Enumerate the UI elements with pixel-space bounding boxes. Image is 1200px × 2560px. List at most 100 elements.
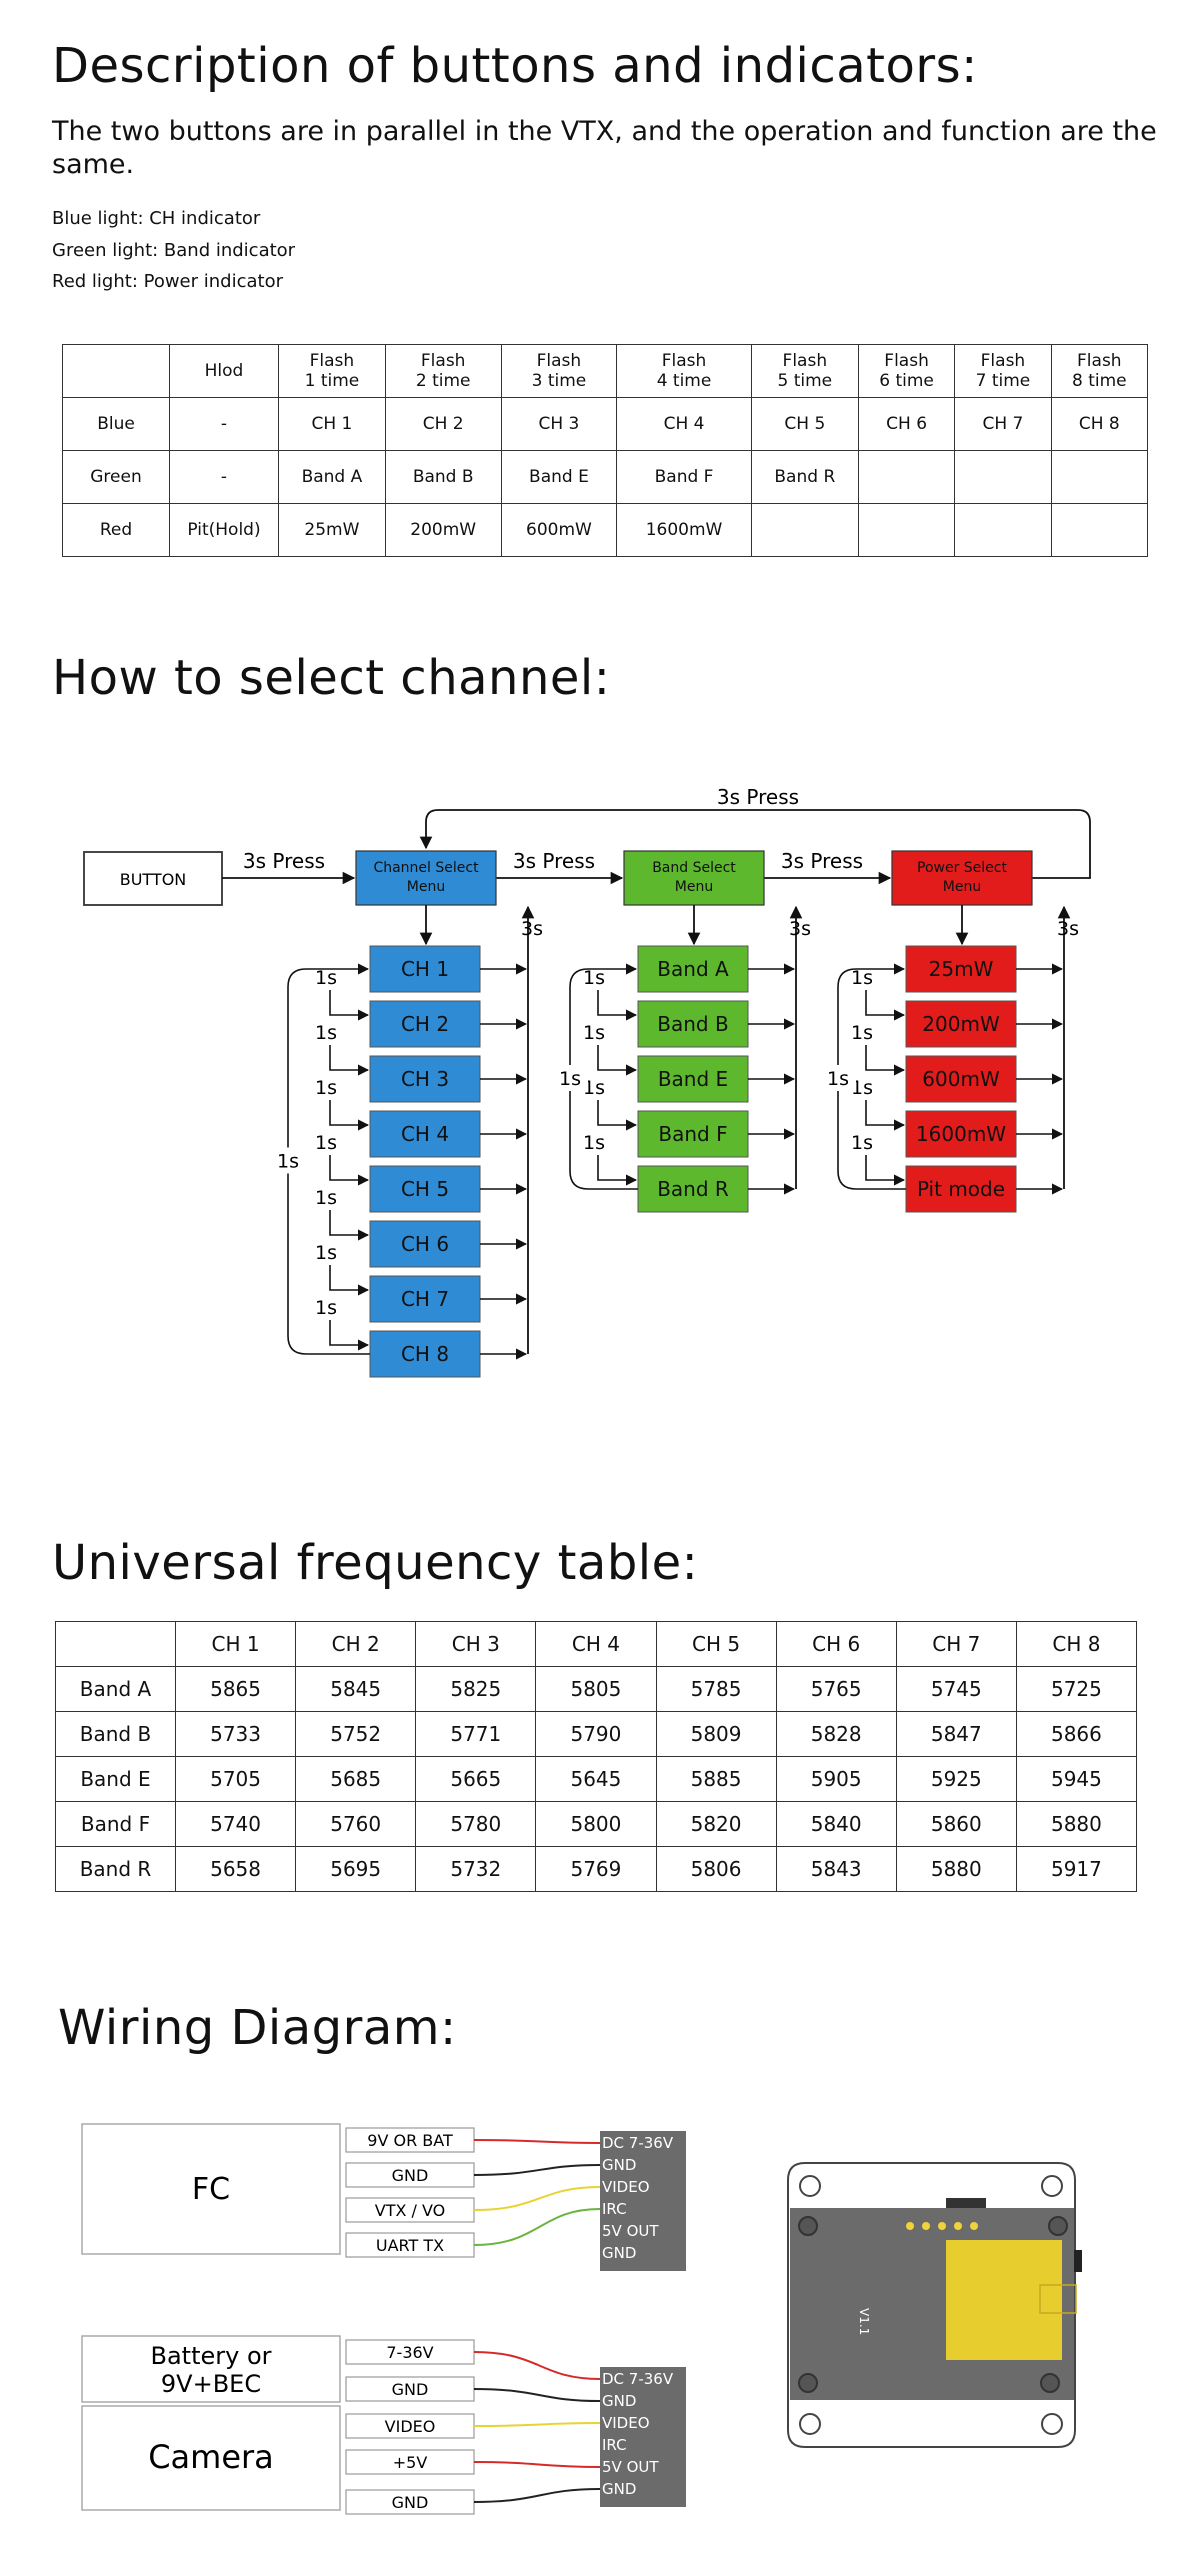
table-cell: 5780 — [415, 1801, 537, 1847]
table-cell: Band A — [278, 450, 386, 504]
wrap-1s-label: 1s — [827, 1068, 849, 1090]
power-select-menu — [891, 850, 1033, 906]
section-title-wiring: Wiring Diagram: — [58, 2000, 457, 2056]
channel-item-label: CH 1 — [401, 957, 449, 981]
band-item — [637, 1055, 749, 1103]
table-cell: 5880 — [1015, 1801, 1138, 1847]
table-cell: 5866 — [1015, 1711, 1138, 1757]
table-row: Band F 5740 5760 5780 5800 5820 5840 586… — [55, 1801, 1138, 1847]
channel-item-label: CH 3 — [401, 1067, 449, 1091]
table-cell: 5760 — [295, 1801, 417, 1847]
header-cell: Flash 4 time — [616, 344, 752, 398]
header-cell: Flash 8 time — [1050, 344, 1149, 398]
header-cell: CH 6 — [775, 1621, 897, 1667]
channel-item — [369, 1220, 481, 1268]
table-cell: 5840 — [775, 1801, 897, 1847]
table-cell: CH 6 — [857, 397, 956, 451]
step-1s-label: 1s — [315, 1132, 337, 1154]
table-cell — [1050, 503, 1149, 557]
table-cell: 5695 — [295, 1846, 417, 1892]
table-cell: 5828 — [775, 1711, 897, 1757]
frequency-table-header: CH 1 CH 2 CH 3 CH 4 CH 5 CH 6 CH 7 CH 8 — [55, 1621, 1138, 1667]
buttons-subtitle: The two buttons are in parallel in the V… — [52, 116, 1157, 180]
header-cell: CH 1 — [174, 1621, 297, 1667]
wrap-1s-label: 1s — [277, 1151, 299, 1173]
table-cell — [954, 450, 1052, 504]
table-cell: CH 4 — [616, 397, 752, 451]
step-1s-arrow — [597, 990, 638, 1021]
table-row: Band R 5658 5695 5732 5769 5806 5843 588… — [55, 1846, 1138, 1892]
wrap-label-bg — [270, 1147, 306, 1174]
press-label-loop: 3s Press — [717, 785, 799, 809]
step-1s-arrow — [865, 1045, 906, 1076]
step-1s-label: 1s — [851, 1132, 873, 1154]
table-cell: 600mW — [500, 503, 618, 557]
table-cell: 5658 — [174, 1846, 297, 1892]
table-cell: 5685 — [295, 1756, 417, 1802]
step-1s-arrow — [597, 1155, 638, 1186]
return-3s-label: 3s — [789, 918, 811, 940]
channel-item-label: CH 4 — [401, 1122, 449, 1146]
channel-item-label: CH 5 — [401, 1177, 449, 1201]
table-cell: 5769 — [535, 1846, 657, 1892]
step-1s-arrow — [865, 1155, 906, 1186]
channel-item-label: CH 2 — [401, 1012, 449, 1036]
table-cell: 5885 — [655, 1756, 777, 1802]
band-item-label: Band R — [657, 1177, 729, 1201]
press-label-to-channel: 3s Press — [243, 849, 325, 873]
power-item-label: Pit mode — [917, 1177, 1005, 1201]
channel-item — [369, 1000, 481, 1048]
table-cell: 5847 — [895, 1711, 1017, 1757]
table-cell: CH 2 — [384, 397, 502, 451]
press-label-to-band: 3s Press — [513, 849, 595, 873]
power-menu-label-line1: Power Select — [917, 860, 1007, 876]
table-cell: 5740 — [174, 1801, 297, 1847]
table-row: Band B 5733 5752 5771 5790 5809 5828 584… — [55, 1711, 1138, 1757]
indicator-table: Hlod Flash 1 time Flash 2 time Flash 3 t… — [62, 344, 1149, 557]
frequency-table: CH 1 CH 2 CH 3 CH 4 CH 5 CH 6 CH 7 CH 8 … — [55, 1621, 1138, 1892]
table-row: Blue - CH 1 CH 2 CH 3 CH 4 CH 5 CH 6 CH … — [62, 397, 1149, 451]
step-1s-arrow — [329, 990, 370, 1021]
channel-item — [369, 1055, 481, 1103]
band-item-label: Band F — [658, 1122, 727, 1146]
band-item-label: Band A — [657, 957, 729, 981]
power-item — [905, 1165, 1017, 1213]
power-item-label: 600mW — [922, 1067, 1000, 1091]
channel-item — [369, 1110, 481, 1158]
table-cell: CH 7 — [954, 397, 1052, 451]
header-cell: CH 4 — [535, 1621, 657, 1667]
table-cell: 5945 — [1015, 1756, 1138, 1802]
table-cell: 5905 — [775, 1756, 897, 1802]
header-cell: Flash 1 time — [278, 344, 386, 398]
step-1s-arrow — [329, 1320, 370, 1351]
step-1s-label: 1s — [583, 967, 605, 989]
step-1s-label: 1s — [583, 1022, 605, 1044]
button-label: BUTTON — [120, 870, 187, 889]
table-row: Red Pit(Hold) 25mW 200mW 600mW 1600mW — [62, 503, 1149, 557]
indicator-red-note: Red light: Power indicator — [52, 271, 283, 292]
table-cell: Band F — [616, 450, 752, 504]
step-1s-label: 1s — [583, 1077, 605, 1099]
table-cell: Band A — [55, 1666, 176, 1712]
header-cell: Flash 6 time — [857, 344, 956, 398]
table-cell: Pit(Hold) — [169, 503, 279, 557]
power-menu-label-line2: Menu — [943, 879, 981, 895]
table-cell: Band R — [55, 1846, 176, 1892]
table-cell: 5733 — [174, 1711, 297, 1757]
wrap-1s-label: 1s — [559, 1068, 581, 1090]
step-1s-label: 1s — [851, 967, 873, 989]
power-item-label: 25mW — [929, 957, 994, 981]
table-cell: 5843 — [775, 1846, 897, 1892]
step-1s-arrow — [329, 1100, 370, 1131]
table-cell: 5800 — [535, 1801, 657, 1847]
channel-item-label: CH 7 — [401, 1287, 449, 1311]
band-item-label: Band B — [657, 1012, 728, 1036]
power-item — [905, 945, 1017, 993]
band-menu-label-line1: Band Select — [652, 860, 736, 876]
table-cell: Band B — [55, 1711, 176, 1757]
band-menu-label-line2: Menu — [675, 879, 713, 895]
table-cell: 5845 — [295, 1666, 417, 1712]
press-label-to-power: 3s Press — [781, 849, 863, 873]
channel-item — [369, 1165, 481, 1213]
section-title-select-channel: How to select channel: — [52, 650, 611, 706]
